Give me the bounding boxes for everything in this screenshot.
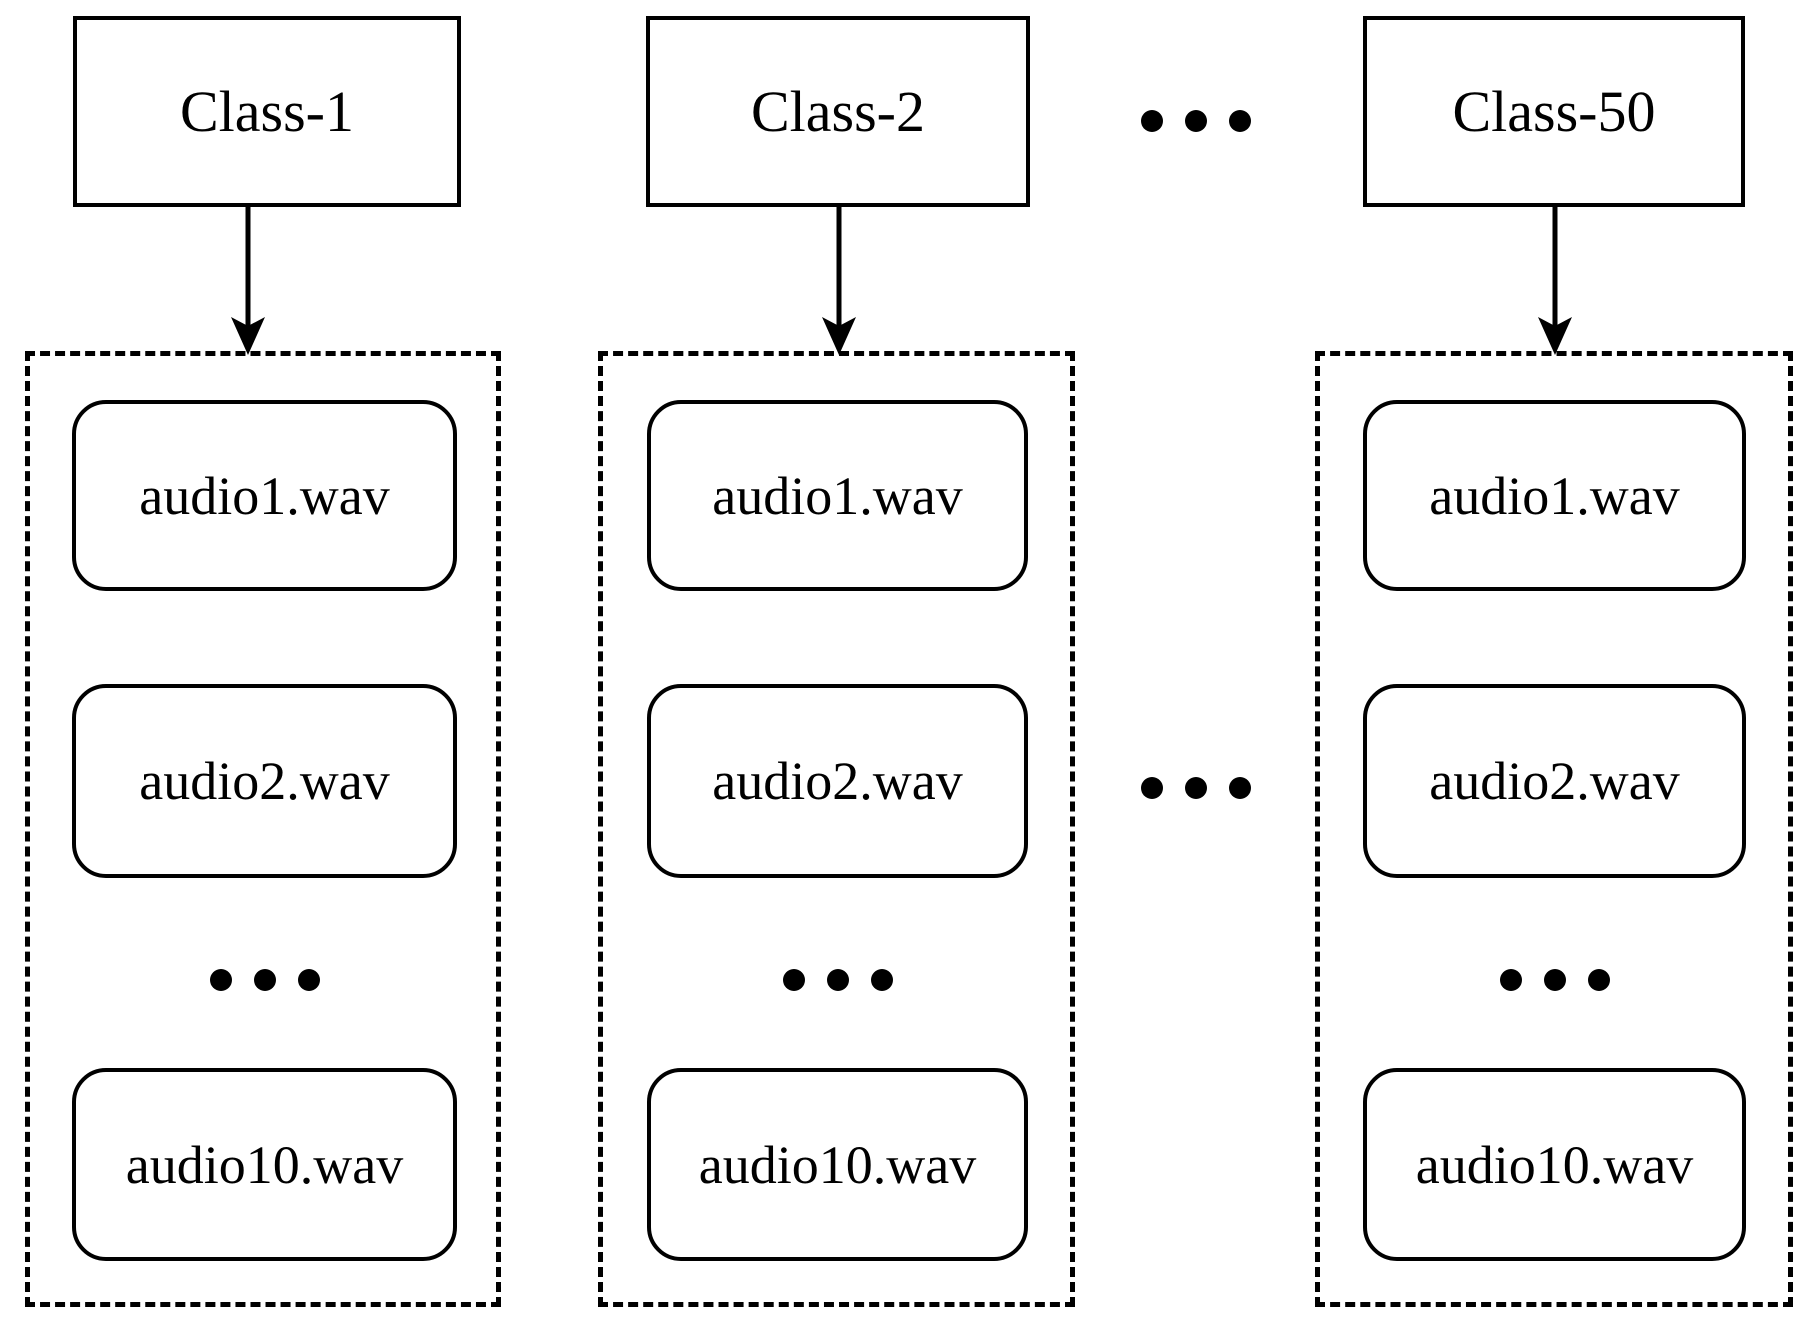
ellipsis-dot xyxy=(1500,969,1522,991)
audio-file-label: audio1.wav xyxy=(712,465,963,526)
ellipsis-within-group-class-2 xyxy=(783,969,893,991)
audio-file-label: audio2.wav xyxy=(712,751,963,811)
audio-file-box[interactable]: audio1.wav xyxy=(1363,400,1746,591)
audio-file-label: audio1.wav xyxy=(1429,465,1680,526)
ellipsis-dot xyxy=(298,969,320,991)
ellipsis-dot xyxy=(1185,777,1207,799)
class-label-2: Class-2 xyxy=(751,78,925,144)
ellipsis-dot xyxy=(254,969,276,991)
class-label-50: Class-50 xyxy=(1452,78,1656,144)
audio-file-label: audio10.wav xyxy=(698,1134,977,1195)
arrow-class-50-to-files xyxy=(1538,205,1572,355)
class-box-50[interactable]: Class-50 xyxy=(1363,16,1745,207)
audio-file-box[interactable]: audio1.wav xyxy=(647,400,1028,591)
ellipsis-dot xyxy=(783,969,805,991)
ellipsis-between-class-headers xyxy=(1141,110,1251,132)
audio-file-box[interactable]: audio10.wav xyxy=(1363,1068,1746,1261)
audio-file-label: audio2.wav xyxy=(1429,751,1680,811)
ellipsis-dot xyxy=(1141,777,1163,799)
class-label-1: Class-1 xyxy=(180,78,354,144)
audio-file-label: audio2.wav xyxy=(139,751,390,811)
ellipsis-dot xyxy=(1588,969,1610,991)
audio-file-box[interactable]: audio1.wav xyxy=(72,400,457,591)
audio-file-label: audio10.wav xyxy=(125,1134,404,1195)
file-group-class-1 xyxy=(25,351,501,1307)
ellipsis-dot xyxy=(1229,110,1251,132)
arrow-class-1-to-files xyxy=(231,205,265,355)
ellipsis-within-group-class-1 xyxy=(210,969,320,991)
ellipsis-between-file-groups xyxy=(1141,777,1251,799)
file-group-class-2 xyxy=(598,351,1075,1307)
arrow-class-2-to-files xyxy=(822,205,856,355)
audio-file-box[interactable]: audio10.wav xyxy=(647,1068,1028,1261)
audio-file-box[interactable]: audio2.wav xyxy=(647,684,1028,878)
ellipsis-dot xyxy=(1544,969,1566,991)
ellipsis-dot xyxy=(210,969,232,991)
ellipsis-dot xyxy=(827,969,849,991)
ellipsis-dot xyxy=(871,969,893,991)
ellipsis-within-group-class-50 xyxy=(1500,969,1610,991)
ellipsis-dot xyxy=(1185,110,1207,132)
audio-file-box[interactable]: audio2.wav xyxy=(1363,684,1746,878)
class-box-2[interactable]: Class-2 xyxy=(646,16,1030,207)
ellipsis-dot xyxy=(1229,777,1251,799)
file-group-class-50 xyxy=(1315,351,1793,1307)
ellipsis-dot xyxy=(1141,110,1163,132)
audio-file-label: audio10.wav xyxy=(1415,1134,1694,1195)
audio-file-box[interactable]: audio2.wav xyxy=(72,684,457,878)
class-box-1[interactable]: Class-1 xyxy=(73,16,461,207)
audio-file-box[interactable]: audio10.wav xyxy=(72,1068,457,1261)
audio-file-label: audio1.wav xyxy=(139,465,390,526)
